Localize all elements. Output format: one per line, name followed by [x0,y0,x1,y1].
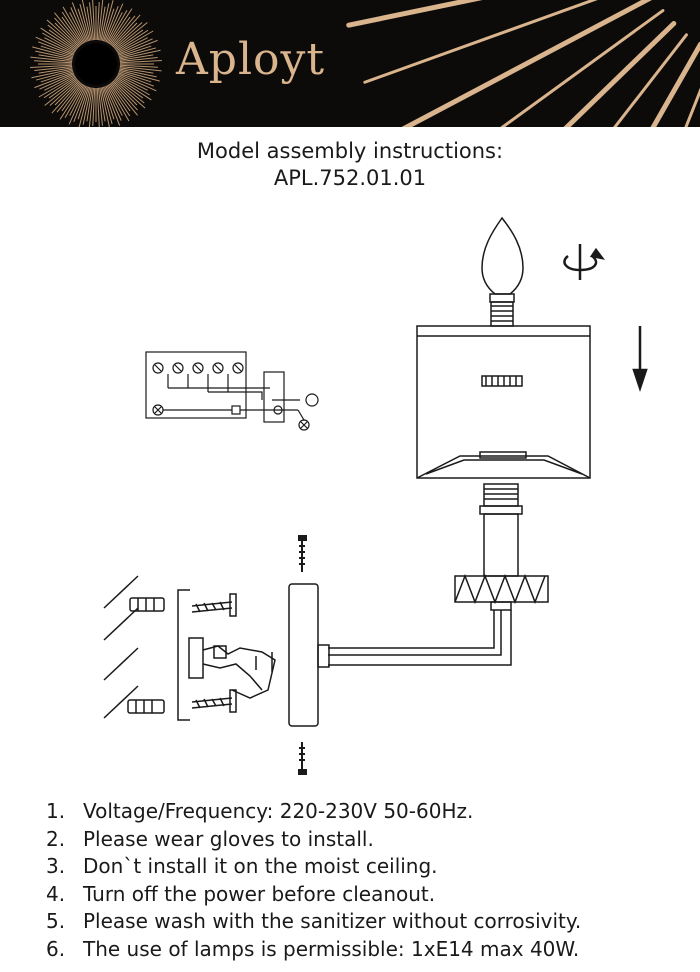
list-item: 1.Voltage/Frequency: 220-230V 50-60Hz. [46,799,474,823]
screw-icon [191,593,237,713]
wall-hatching [103,575,139,719]
list-item: 3.Don`t install it on the moist ceiling. [46,854,438,878]
mounting-bracket [177,589,276,721]
lamp-shade [416,325,591,479]
model-number: APL.752.01.01 [273,166,427,190]
candle-bulb-icon [481,216,524,327]
list-item: 5.Please wash with the sanitizer without… [46,909,582,933]
instructions-list: 1.Voltage/Frequency: 220-230V 50-60Hz. 2… [46,798,581,963]
lamp-arm [317,610,512,668]
wall-anchor-icon [127,597,165,714]
list-item: 6.The use of lamps is permissible: 1xE14… [46,936,580,961]
brand-name: Aployt [176,34,326,85]
assembly-diagram [103,216,648,775]
sunburst-logo-icon [30,0,700,127]
arrow-down-icon [632,326,648,392]
wall-plate [288,583,319,727]
page-title: Model assembly instructions: [196,139,504,163]
wiring-diagram-icon [145,351,319,431]
list-item: 4.Turn off the power before cleanout. [46,881,436,906]
screw-icon [298,535,307,775]
lamp-socket [454,483,549,611]
list-item: 2.Please wear gloves to install. [46,826,374,851]
brand-header: Aployt [0,0,700,127]
rotate-icon [563,244,605,280]
